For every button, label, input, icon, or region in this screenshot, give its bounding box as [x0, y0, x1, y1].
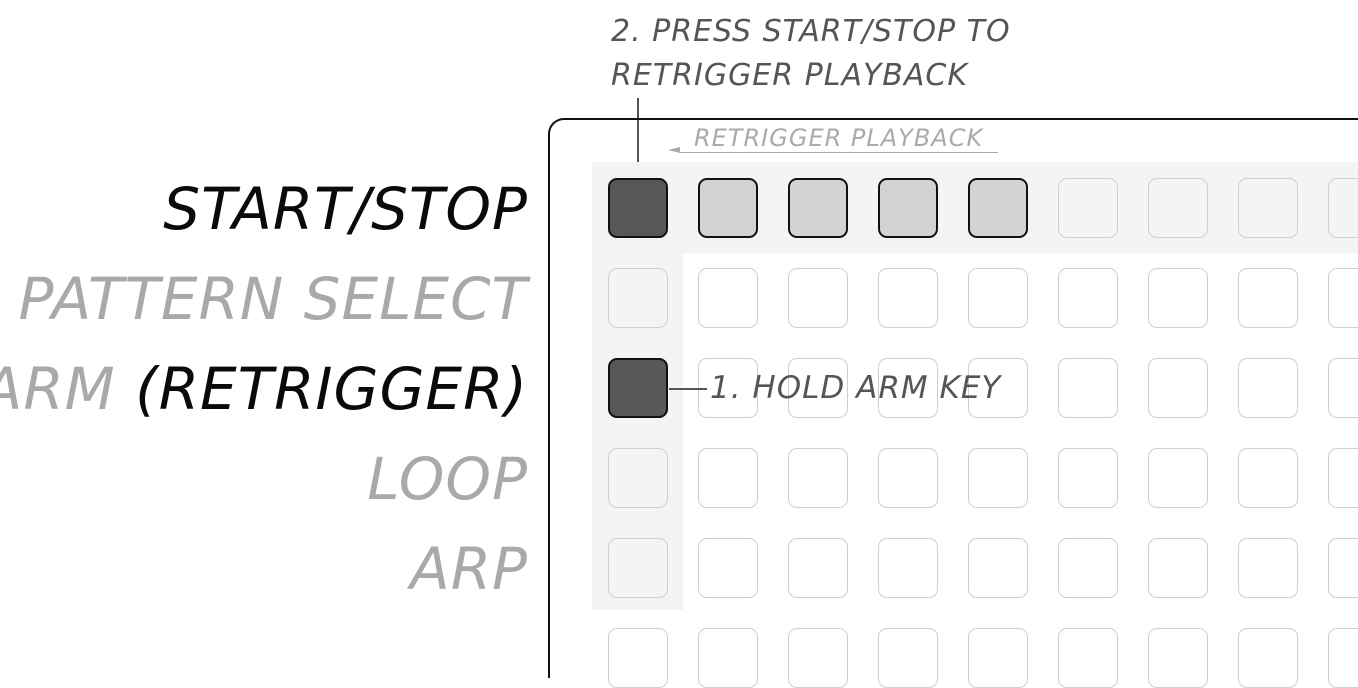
grid-key-r5-c4	[968, 628, 1028, 688]
grid-key-r3-c7	[1238, 448, 1298, 508]
grid-key-r3-c0	[608, 448, 668, 508]
grid-key-r0-c2	[788, 178, 848, 238]
grid-key-r0-c4	[968, 178, 1028, 238]
grid-key-r5-c3	[878, 628, 938, 688]
grid-key-r0-c6	[1148, 178, 1208, 238]
row-label-pattern-select: PATTERN SELECT	[18, 265, 528, 333]
retrigger-bracket-line	[680, 152, 998, 153]
grid-key-r2-c6	[1148, 358, 1208, 418]
grid-key-r4-c6	[1148, 538, 1208, 598]
grid-key-r1-c5	[1058, 268, 1118, 328]
row-label-arp: ARP	[410, 535, 528, 603]
annotation-step-two-line-2: RETRIGGER PLAYBACK	[611, 58, 969, 93]
annotation-step-two-line-1: 2. PRESS START/STOP TO	[611, 14, 1011, 49]
grid-key-r5-c2	[788, 628, 848, 688]
row-label-arm-prefix: ARM	[0, 355, 116, 423]
grid-key-r4-c1	[698, 538, 758, 598]
annotation-step-one: 1. HOLD ARM KEY	[710, 370, 1002, 406]
grid-key-r2-c5	[1058, 358, 1118, 418]
grid-key-r3-c5	[1058, 448, 1118, 508]
grid-key-r1-c6	[1148, 268, 1208, 328]
grid-key-r0-c1	[698, 178, 758, 238]
leader-line-step-one	[669, 388, 707, 390]
grid-key-r0-c5	[1058, 178, 1118, 238]
grid-key-r3-c2	[788, 448, 848, 508]
grid-key-r5-c0	[608, 628, 668, 688]
grid-key-r4-c5	[1058, 538, 1118, 598]
grid-key-r2-c3	[878, 358, 938, 418]
grid-key-r5-c7	[1238, 628, 1298, 688]
grid-key-r1-c1	[698, 268, 758, 328]
grid-key-r4-c0	[608, 538, 668, 598]
grid-key-r5-c5	[1058, 628, 1118, 688]
grid-key-r4-c3	[878, 538, 938, 598]
retrigger-playback-label: RETRIGGER PLAYBACK	[694, 124, 984, 152]
row-label-start-stop: START/STOP	[163, 175, 528, 243]
row-label-loop: LOOP	[367, 445, 528, 513]
grid-key-r2-c4	[968, 358, 1028, 418]
grid-key-r2-c2	[788, 358, 848, 418]
grid-key-r4-c4	[968, 538, 1028, 598]
grid-key-r5-c8	[1328, 628, 1358, 688]
row-label-arm: ARM (RETRIGGER)	[0, 360, 528, 418]
device-outline	[548, 118, 1358, 678]
grid-key-r1-c2	[788, 268, 848, 328]
leader-line-step-two	[637, 98, 639, 180]
grid-key-r0-c0	[608, 178, 668, 238]
grid-key-r1-c8	[1328, 268, 1358, 328]
grid-key-r0-c8	[1328, 178, 1358, 238]
grid-key-r4-c8	[1328, 538, 1358, 598]
grid-key-r1-c3	[878, 268, 938, 328]
grid-key-r2-c0	[608, 358, 668, 418]
retrigger-bracket-arrow-icon	[668, 147, 680, 153]
grid-key-r0-c3	[878, 178, 938, 238]
grid-key-r4-c7	[1238, 538, 1298, 598]
grid-key-r1-c7	[1238, 268, 1298, 328]
grid-key-r1-c0	[608, 268, 668, 328]
grid-key-r3-c3	[878, 448, 938, 508]
grid-key-r3-c1	[698, 448, 758, 508]
grid-key-r3-c8	[1328, 448, 1358, 508]
grid-key-r5-c1	[698, 628, 758, 688]
grid-key-r1-c4	[968, 268, 1028, 328]
grid-key-r2-c8	[1328, 358, 1358, 418]
grid-key-r3-c4	[968, 448, 1028, 508]
grid-key-r2-c7	[1238, 358, 1298, 418]
grid-key-r3-c6	[1148, 448, 1208, 508]
grid-key-r5-c6	[1148, 628, 1208, 688]
row-label-arm-suffix: (RETRIGGER)	[135, 355, 528, 423]
grid-key-r4-c2	[788, 538, 848, 598]
grid-key-r0-c7	[1238, 178, 1298, 238]
